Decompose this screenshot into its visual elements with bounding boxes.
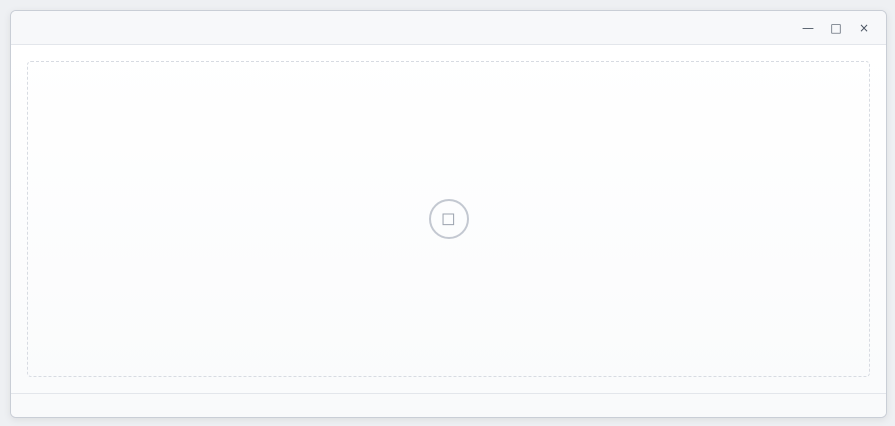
window-actions: — □ ×: [798, 18, 874, 38]
maximize-icon[interactable]: □: [830, 20, 842, 35]
content-panel: ◻: [27, 61, 870, 377]
app-window: — □ × ◻: [10, 10, 887, 418]
main-content: ◻: [11, 45, 886, 393]
image-placeholder-icon: ◻: [428, 199, 469, 239]
minimize-icon[interactable]: —: [802, 20, 814, 35]
status-bar: [11, 393, 886, 417]
title-bar: — □ ×: [11, 11, 886, 45]
close-icon[interactable]: ×: [858, 20, 870, 35]
